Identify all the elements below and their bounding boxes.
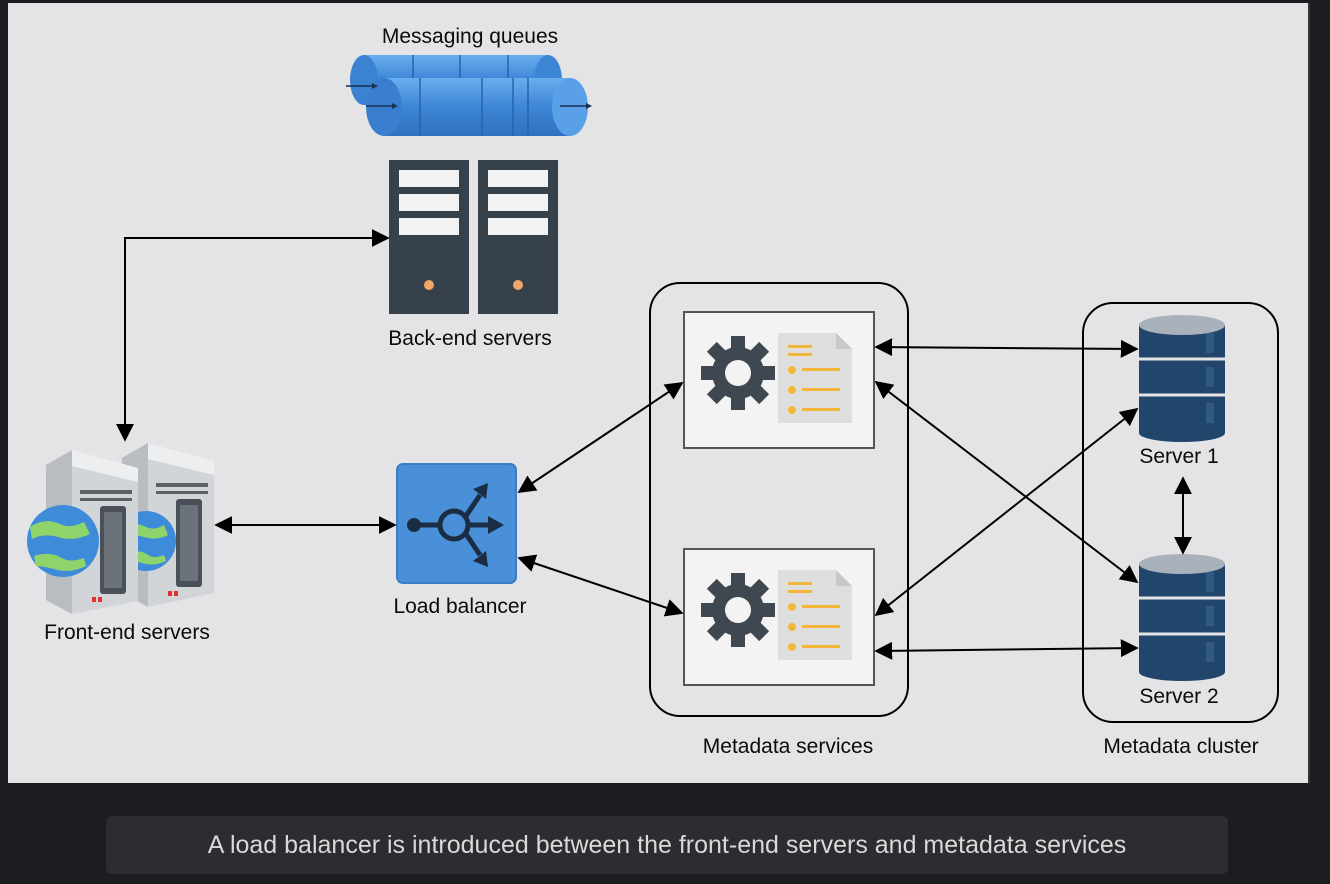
messaging-queues-label: Messaging queues [381, 25, 559, 48]
load-balancer-label: Load balancer [393, 595, 527, 618]
diagram-canvas [27, 55, 1279, 723]
frontend-servers-label: Front-end servers [44, 621, 210, 644]
backend-servers-label: Back-end servers [388, 327, 552, 350]
metadata-cluster-label: Metadata cluster [1103, 735, 1259, 758]
server2-label: Server 2 [1139, 685, 1219, 708]
gear-document-icon [683, 548, 875, 686]
metadata-services-label: Metadata services [702, 735, 874, 758]
architecture-diagram: Messaging queues Back-end servers Front-… [8, 3, 1310, 783]
connector-arrows [116, 229, 1192, 660]
database-icon [1139, 554, 1225, 681]
caption-text: A load balancer is introduced between th… [207, 830, 1127, 859]
server-tower-icon [389, 160, 558, 314]
database-icon [1139, 315, 1225, 442]
caption-box: A load balancer is introduced between th… [106, 816, 1228, 874]
pipe-icon [346, 55, 592, 136]
load-balancer-icon [396, 463, 517, 584]
server1-label: Server 1 [1139, 445, 1219, 468]
web-server-icon [27, 443, 214, 614]
gear-document-icon [683, 311, 875, 449]
